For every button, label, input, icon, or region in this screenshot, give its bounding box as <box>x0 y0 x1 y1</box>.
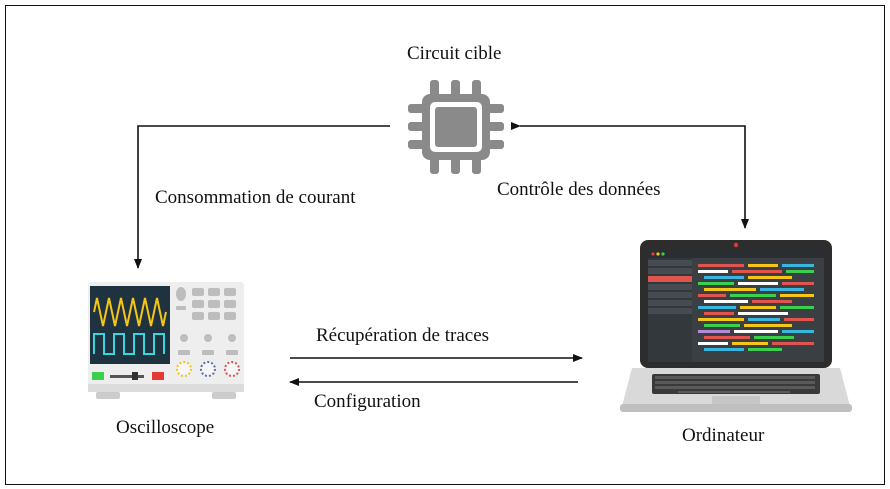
config-edge-label: Configuration <box>314 391 421 412</box>
oscilloscope-label: Oscilloscope <box>116 417 215 438</box>
current-edge-label: Consommation de courant <box>155 187 356 208</box>
oscilloscope-icon <box>88 282 244 399</box>
circuit-label: Circuit cible <box>407 43 502 64</box>
arrow-control <box>511 122 749 229</box>
laptop-icon <box>620 240 852 412</box>
traces-edge-label: Récupération de traces <box>316 325 490 346</box>
diagram-frame <box>5 5 885 485</box>
control-edge-label: Contrôle des données <box>497 179 661 200</box>
circuit-chip-icon <box>408 80 504 174</box>
computer-label: Ordinateur <box>682 425 765 446</box>
arrow-current <box>134 125 390 269</box>
